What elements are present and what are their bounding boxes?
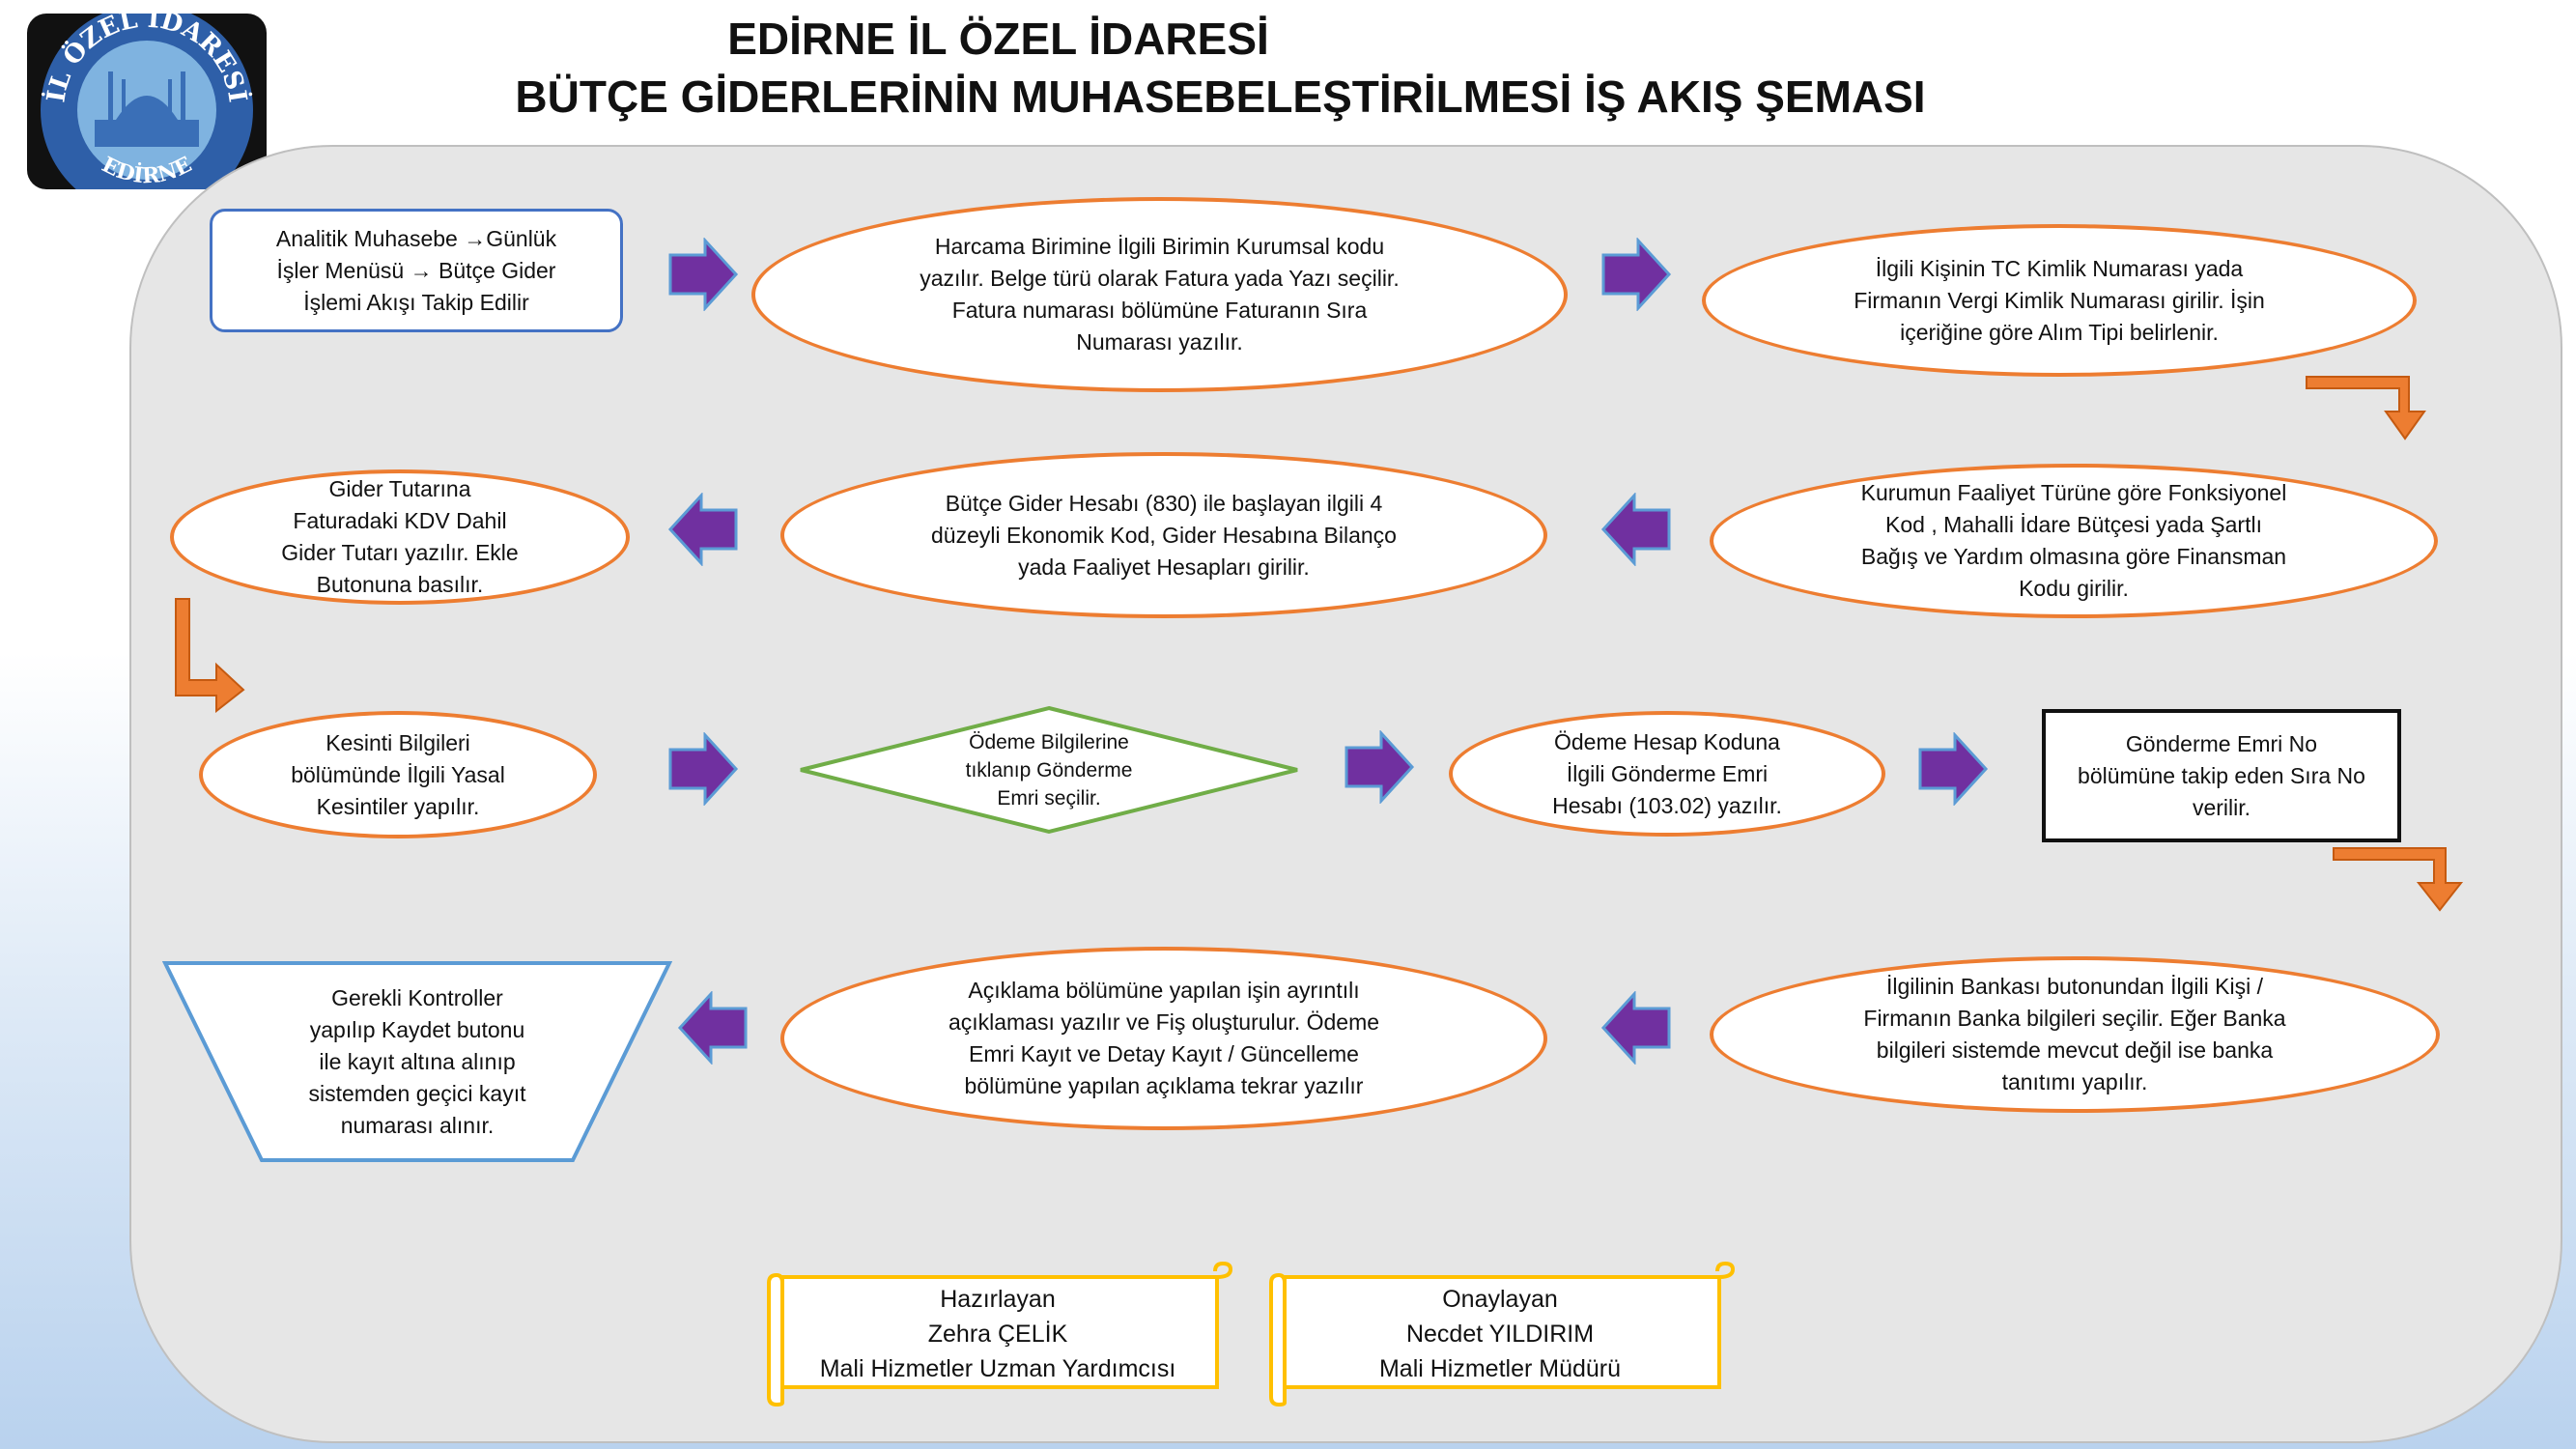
- bend-arrow-down-icon: [2332, 846, 2477, 914]
- signature-approved-scroll: Onaylayan Necdet YILDIRIM Mali Hizmetler…: [1265, 1261, 1736, 1407]
- arrow-right-icon: [1343, 729, 1416, 805]
- bend-arrow-down-icon: [2305, 375, 2440, 442]
- arrow-right-icon: [1916, 731, 1990, 807]
- step-11-ellipse: İlgilinin Bankası butonundan İlgili Kişi…: [1710, 956, 2440, 1113]
- step-4-text: Kurumun Faaliyet Türüne göre Fonksiyonel…: [1860, 480, 2287, 601]
- step-6-ellipse: Gider Tutarına Faturadaki KDV Dahil Gide…: [170, 469, 630, 605]
- step-12-ellipse: Açıklama bölümüne yapılan işin ayrıntılı…: [780, 947, 1547, 1130]
- page-title: EDİRNE İL ÖZEL İDARESİ: [727, 14, 1269, 64]
- approved-by-text: Onaylayan Necdet YILDIRIM Mali Hizmetler…: [1378, 1286, 1622, 1382]
- bend-arrow-right-icon: [174, 597, 247, 714]
- step-5-ellipse: Bütçe Gider Hesabı (830) ile başlayan il…: [780, 452, 1547, 618]
- step-10-box: Gönderme Emri No bölümüne takip eden Sır…: [2042, 709, 2401, 842]
- step-12-text: Açıklama bölümüne yapılan işin ayrıntılı…: [948, 978, 1380, 1098]
- step-7-ellipse: Kesinti Bilgileri bölümünde İlgili Yasal…: [199, 711, 597, 838]
- prepared-by-text: Hazırlayan Zehra ÇELİK Mali Hizmetler Uz…: [819, 1286, 1176, 1382]
- step-10-text: Gönderme Emri No bölümüne takip eden Sır…: [2078, 730, 2365, 820]
- step-8-diamond: Ödeme Bilgilerine tıklanıp Gönderme Emri…: [798, 705, 1300, 835]
- page-subtitle: BÜTÇE GİDERLERİNİN MUHASEBELEŞTİRİLMESİ …: [515, 71, 1926, 122]
- step-5-text: Bütçe Gider Hesabı (830) ile başlayan il…: [931, 490, 1397, 580]
- arrow-right-icon: [666, 731, 740, 807]
- step-13-trapezoid: Gerekli Kontroller yapılıp Kaydet butonu…: [161, 960, 673, 1163]
- arrow-right-icon: [1599, 237, 1673, 312]
- arrow-left-icon: [1599, 492, 1673, 567]
- arrow-right-icon: [666, 237, 740, 312]
- arrow-left-icon: [666, 492, 740, 567]
- step-3-ellipse: İlgili Kişinin TC Kimlik Numarası yada F…: [1702, 224, 2417, 377]
- step-9-text: Ödeme Hesap Koduna İlgili Gönderme Emri …: [1552, 728, 1782, 818]
- step-11-text: İlgilinin Bankası butonundan İlgili Kişi…: [1863, 974, 2286, 1094]
- step-13-text: Gerekli Kontroller yapılıp Kaydet butonu…: [308, 984, 526, 1138]
- step-4-ellipse: Kurumun Faaliyet Türüne göre Fonksiyonel…: [1710, 464, 2438, 618]
- arrow-left-icon: [676, 990, 750, 1065]
- step-7-text: Kesinti Bilgileri bölümünde İlgili Yasal…: [291, 729, 505, 819]
- step-6-text: Gider Tutarına Faturadaki KDV Dahil Gide…: [281, 476, 519, 597]
- step-3-text: İlgili Kişinin TC Kimlik Numarası yada F…: [1854, 255, 2265, 345]
- step-start-box: Analitik Muhasebe →Günlük İşler Menüsü →…: [210, 209, 623, 332]
- arrow-left-icon: [1599, 990, 1673, 1065]
- step-9-ellipse: Ödeme Hesap Koduna İlgili Gönderme Emri …: [1449, 711, 1885, 837]
- institution-logo: İL ÖZEL İDARESİ EDİRNE: [27, 3, 267, 216]
- signature-prepared-scroll: Hazırlayan Zehra ÇELİK Mali Hizmetler Uz…: [763, 1261, 1233, 1407]
- step-2-text: Harcama Birimine İlgili Birimin Kurumsal…: [920, 234, 1400, 355]
- step-1-text: Analitik Muhasebe →Günlük İşler Menüsü →…: [275, 225, 557, 315]
- step-8-text: Ödeme Bilgilerine tıklanıp Gönderme Emri…: [965, 730, 1133, 810]
- step-2-ellipse: Harcama Birimine İlgili Birimin Kurumsal…: [751, 197, 1568, 392]
